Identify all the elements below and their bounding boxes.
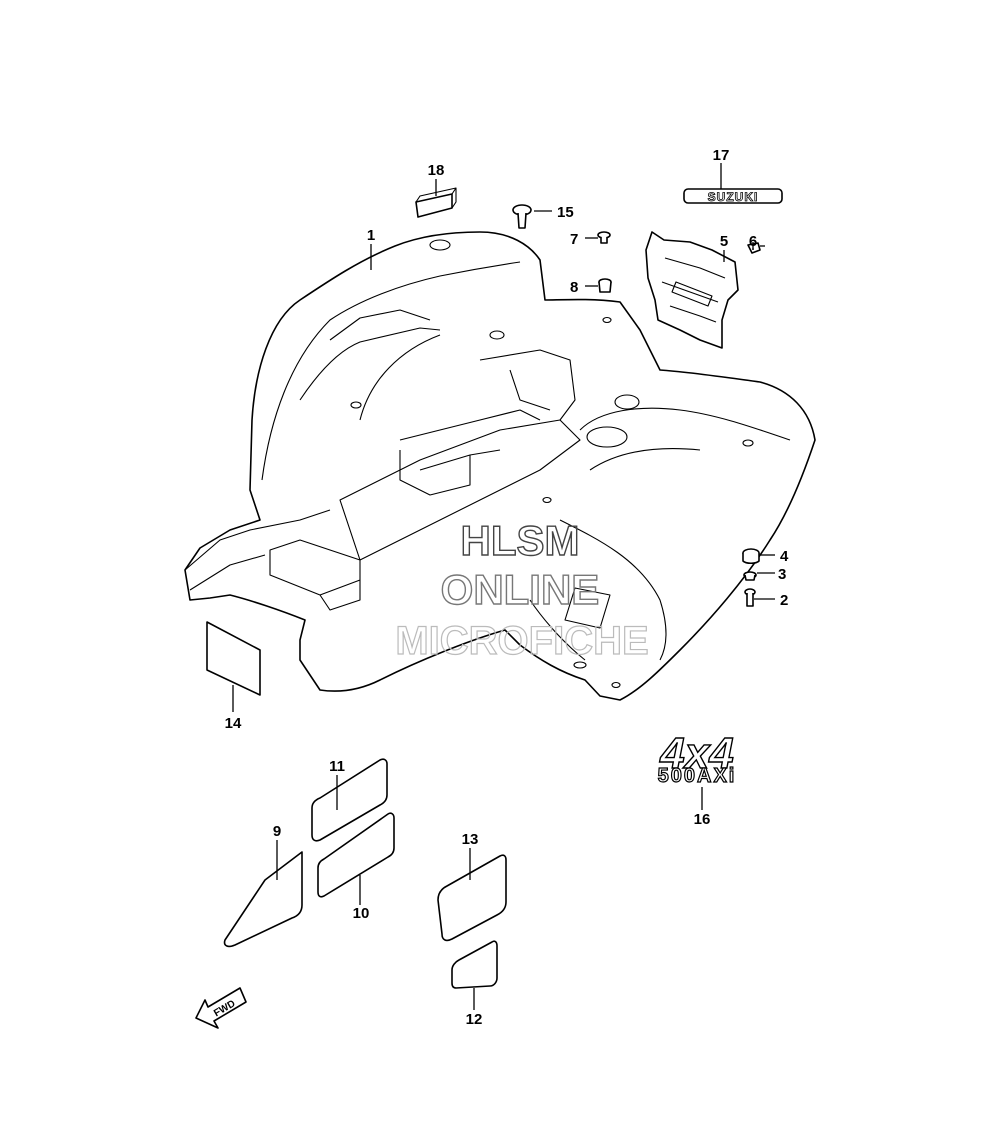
watermark-line-3: MICROFICHE [395,619,648,663]
callout-13: 13 [462,831,479,848]
suzuki-emblem-part-17: SUZUKI [683,188,783,204]
callout-6: 6 [749,233,757,250]
cushion-part-4 [742,548,760,565]
callout-3: 3 [778,566,786,583]
callout-16: 16 [694,811,711,828]
callout-15: 15 [557,204,574,221]
bolt-part-15 [512,204,532,229]
rubber-block-part-18 [415,187,457,218]
suzuki-emblem-text: SUZUKI [708,190,759,204]
bracket-part-5 [645,231,739,349]
callout-17: 17 [713,147,730,164]
callout-numbers: 1 2 3 4 5 6 7 8 9 10 11 12 13 14 15 16 1… [225,147,789,1028]
bolt-part-2 [744,588,756,607]
watermark-line-1: HLSM [461,517,580,564]
callout-12: 12 [466,1011,483,1028]
screw-part-6 [747,242,765,254]
callout-2: 2 [780,592,788,609]
watermark-line-2: ONLINE [441,566,600,613]
fwd-direction-arrow: FWD [195,987,247,1029]
callout-5: 5 [720,233,728,250]
rear-fender-part-1 [184,231,816,701]
emblem-500axi-text: 500AXi [658,765,737,787]
watermark: HLSM ONLINE MICROFICHE [395,516,650,663]
callout-4: 4 [780,548,789,565]
label-part-11 [311,758,388,842]
callout-9: 9 [273,823,281,840]
label-part-14 [206,621,261,696]
label-part-12 [451,940,498,989]
leader-lines [232,163,775,1010]
collar-part-3 [743,571,757,581]
callout-11: 11 [329,758,345,775]
callout-14: 14 [225,715,242,732]
4x4-500axi-emblem-part-16: 4x4 500AXi [657,728,737,787]
label-part-10 [317,812,395,898]
nut-part-8 [598,278,612,293]
label-part-13 [437,854,507,942]
callout-10: 10 [353,905,370,922]
screw-part-7 [597,231,611,244]
callout-8: 8 [570,279,578,296]
emblem-4x4-text: 4x4 [659,729,733,778]
callout-1: 1 [367,227,375,244]
callout-7: 7 [570,231,578,248]
callout-18: 18 [428,162,445,179]
label-part-9 [223,851,303,948]
